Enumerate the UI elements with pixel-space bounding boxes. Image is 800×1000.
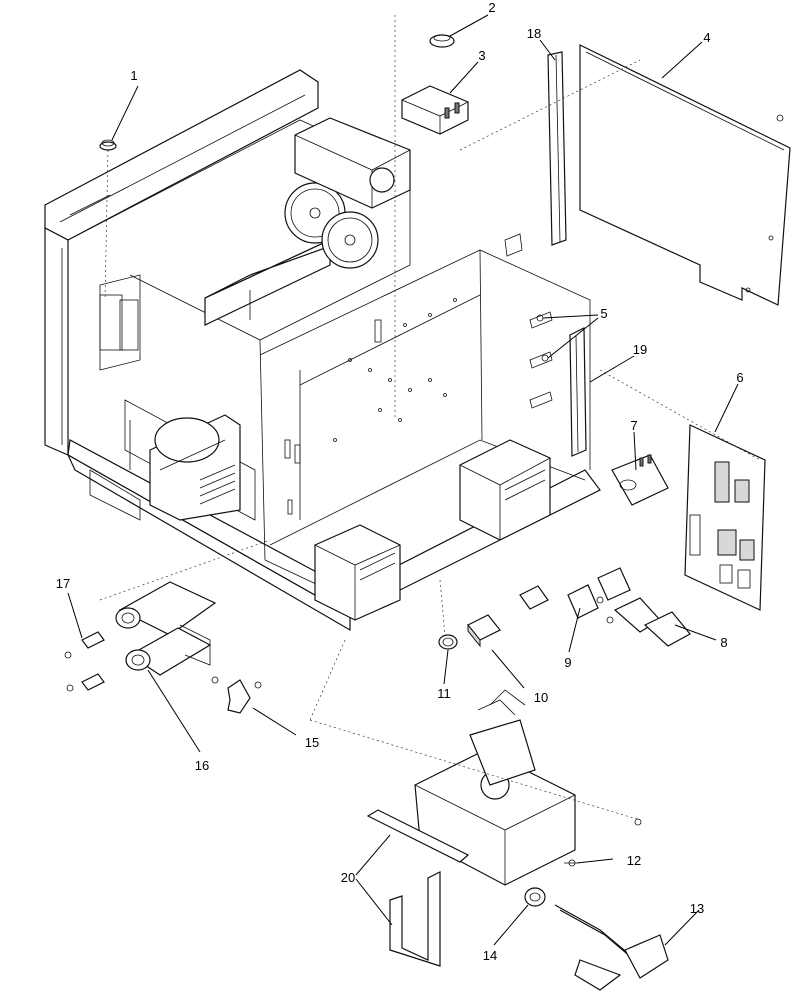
callout-8: 8 xyxy=(720,635,727,650)
part-13-power-cord xyxy=(554,904,669,991)
fan-motor-assembly xyxy=(414,689,576,886)
callout-13: 13 xyxy=(690,901,704,916)
callout-16: 16 xyxy=(195,758,209,773)
part-17-standoffs xyxy=(64,631,105,692)
callout-6: 6 xyxy=(736,370,743,385)
chassis-cabinet xyxy=(44,69,601,632)
part-18-strip xyxy=(547,51,567,246)
part-11-grommet xyxy=(438,634,458,650)
stirrer-gears xyxy=(284,182,379,269)
callout-15: 15 xyxy=(305,735,319,750)
callout-3: 3 xyxy=(478,48,485,63)
part-1-grommet xyxy=(99,139,117,301)
callout-1: 1 xyxy=(130,68,137,83)
transformer-right xyxy=(459,439,551,541)
part-15-bracket xyxy=(211,676,262,714)
part-4-back-panel xyxy=(579,44,791,306)
part-14-bushing xyxy=(524,887,546,907)
hv-transformer-left xyxy=(149,414,241,521)
part-16-capacitors xyxy=(115,581,217,676)
callout-2: 2 xyxy=(488,0,495,15)
callout-11: 11 xyxy=(437,686,451,701)
part-8-fuses xyxy=(596,596,691,647)
callout-12: 12 xyxy=(627,853,641,868)
part-20-gaskets xyxy=(366,809,470,967)
part-12-screw xyxy=(564,818,642,867)
part-2-clamp xyxy=(394,15,455,420)
callout-18: 18 xyxy=(527,26,541,41)
part-6-control-board xyxy=(684,424,766,611)
transformer-center xyxy=(314,524,401,621)
stirrer-motor-box xyxy=(294,117,411,209)
part-10-clip xyxy=(467,585,549,648)
callout-5: 5 xyxy=(600,306,607,321)
callout-19: 19 xyxy=(633,342,647,357)
part-3-terminal-block xyxy=(401,85,469,135)
callout-7: 7 xyxy=(630,418,637,433)
part-19-bracket xyxy=(569,327,587,457)
part-7-diode xyxy=(611,454,669,506)
callout-10: 10 xyxy=(534,690,548,705)
callout-17: 17 xyxy=(56,576,70,591)
leader-lines xyxy=(67,14,739,946)
alignment-lines xyxy=(99,59,761,821)
callout-14: 14 xyxy=(483,948,497,963)
callout-labels: 1 2 3 4 5 6 7 8 9 10 11 12 13 14 15 16 1… xyxy=(56,0,744,963)
part-9-switches xyxy=(567,567,631,619)
callout-9: 9 xyxy=(564,655,571,670)
callout-4: 4 xyxy=(703,30,710,45)
callout-20: 20 xyxy=(341,870,355,885)
